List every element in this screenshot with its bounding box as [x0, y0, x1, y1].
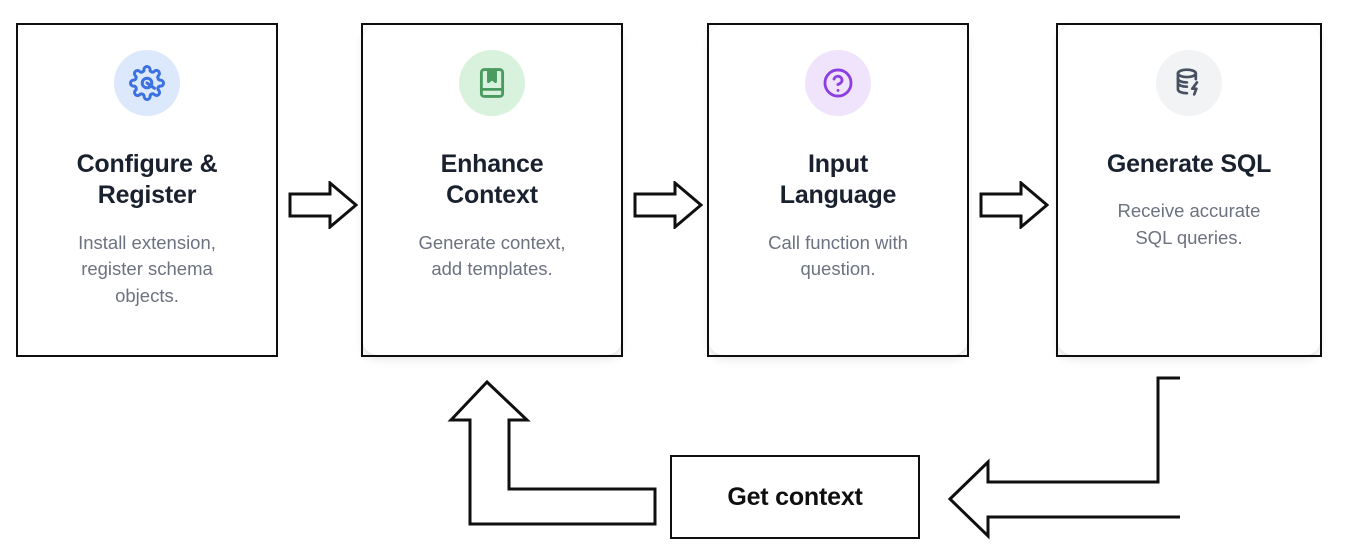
arrow-left-elbow-icon	[947, 376, 1180, 540]
step-title: Generate SQL	[1106, 150, 1272, 178]
step-description: Call function with question.	[768, 231, 908, 280]
get-context-box[interactable]: Get context	[670, 455, 920, 539]
arrow-right-icon	[288, 181, 358, 229]
database-bolt-icon	[1176, 68, 1199, 96]
step-card-body: Input Language Call function with questi…	[709, 25, 967, 355]
gear-icon-circle	[114, 50, 180, 116]
arrow-up-elbow-icon	[447, 379, 657, 526]
step-description: Receive accurate SQL queries.	[1117, 200, 1261, 249]
step-title: Configure & Register	[76, 150, 218, 210]
step-title: Enhance Context	[440, 150, 544, 210]
gear-icon	[129, 65, 165, 101]
feedback-arrow-left-elbow	[940, 374, 1180, 544]
step-title: Input Language	[779, 150, 897, 210]
database-bolt-icon-circle	[1156, 50, 1222, 116]
step-card-configure-register[interactable]: Configure & Register Install extension, …	[16, 23, 278, 357]
question-mark-circle-icon-circle	[805, 50, 871, 116]
step-card-body: Generate SQL Receive accurate SQL querie…	[1058, 25, 1320, 355]
get-context-label: Get context	[727, 482, 863, 511]
arrow-step2-step3	[633, 181, 703, 229]
arrow-step3-step4	[979, 181, 1049, 229]
step-card-input-language[interactable]: Input Language Call function with questi…	[707, 23, 969, 357]
feedback-arrow-up-elbow	[446, 372, 666, 532]
book-bookmark-icon	[479, 68, 505, 98]
book-bookmark-icon-circle	[459, 50, 525, 116]
step-card-generate-sql[interactable]: Generate SQL Receive accurate SQL querie…	[1056, 23, 1322, 357]
arrow-right-icon	[979, 181, 1049, 229]
step-card-body: Configure & Register Install extension, …	[18, 25, 276, 355]
step-description: Install extension, register schema objec…	[78, 231, 216, 307]
step-card-body: Enhance Context Generate context, add te…	[363, 25, 621, 355]
question-mark-circle-icon	[823, 68, 853, 98]
step-card-enhance-context[interactable]: Enhance Context Generate context, add te…	[361, 23, 623, 357]
step-description: Generate context, add templates.	[418, 231, 566, 280]
arrow-step1-step2	[288, 181, 358, 229]
arrow-right-icon	[633, 181, 703, 229]
